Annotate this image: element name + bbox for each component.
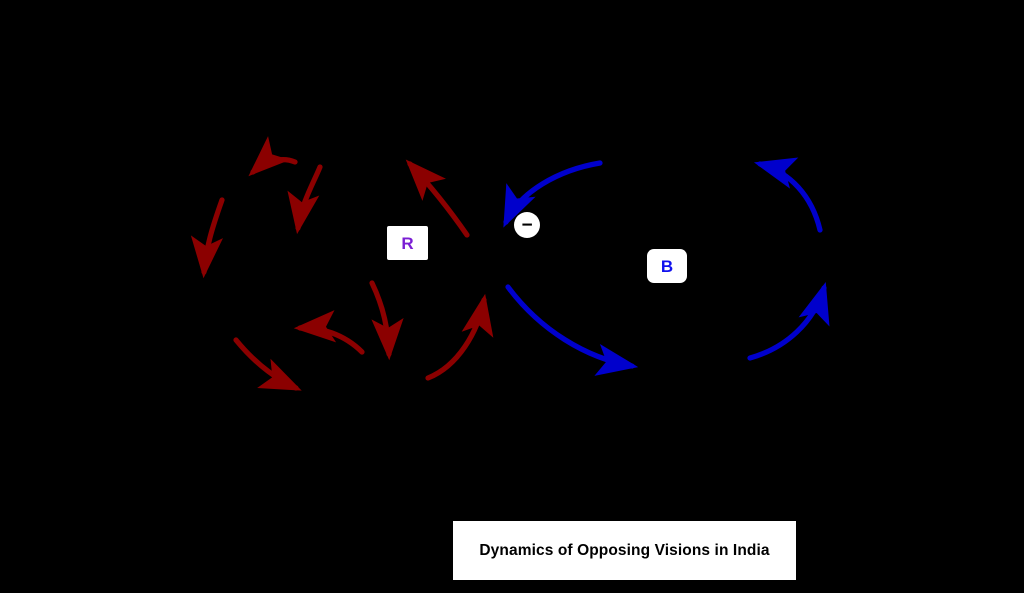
reinforcing-loop-links (190, 136, 494, 391)
loop-badge-balancing[interactable]: B (647, 249, 687, 283)
diagram-title: Dynamics of Opposing Visions in India (453, 521, 796, 580)
link-red-upper-down (287, 164, 323, 235)
negative-polarity-icon: − (514, 212, 540, 238)
link-blue-top-in (503, 160, 603, 228)
link-red-bottom-left (233, 337, 302, 391)
link-red-bottom-back (293, 310, 365, 355)
link-blue-top-right (753, 157, 823, 233)
link-blue-bottom-out (505, 284, 639, 376)
link-red-center-up (425, 293, 494, 381)
link-red-left-down (190, 197, 225, 279)
loop-badge-reinforcing[interactable]: R (387, 226, 428, 260)
balancing-loop-links (503, 157, 830, 376)
link-blue-bottom-right-up (747, 282, 830, 361)
link-red-mid-down (369, 280, 404, 361)
link-red-right-up (405, 159, 470, 238)
link-red-top-left (248, 136, 298, 177)
